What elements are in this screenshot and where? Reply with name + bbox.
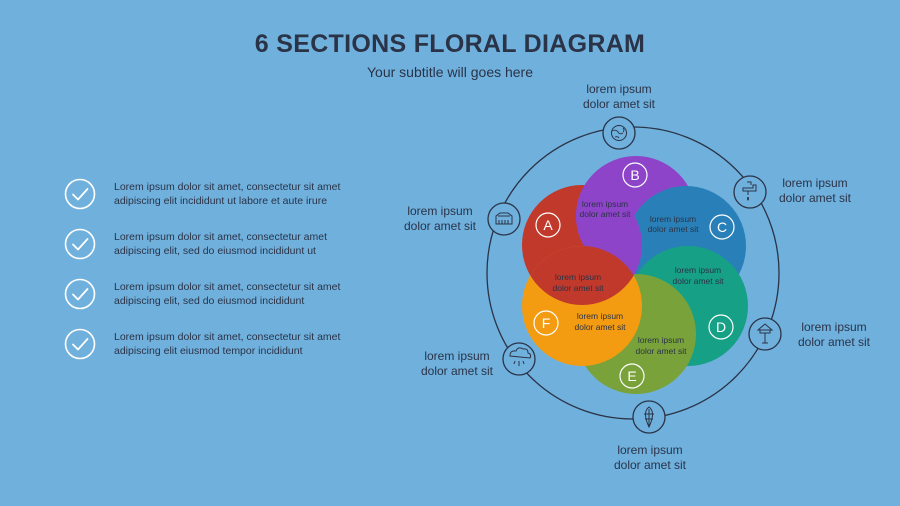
checklist-item: Lorem ipsum dolor sit amet, consectetur … xyxy=(64,328,364,364)
petal-e-text1: lorem ipsum xyxy=(638,335,684,345)
letter-badge-f xyxy=(533,310,559,336)
letter-badge-a xyxy=(535,212,561,238)
leaf-icon xyxy=(632,400,666,434)
globe-icon xyxy=(602,116,636,150)
checklist-item: Lorem ipsum dolor sit amet, consectetur … xyxy=(64,278,364,314)
checklist-text: Lorem ipsum dolor sit amet, consectetur … xyxy=(114,281,341,307)
petal-d-text2: dolor amet sit xyxy=(672,276,724,286)
factory-icon xyxy=(487,202,521,236)
petal-a-overlap xyxy=(522,246,642,305)
letter-badge-e xyxy=(619,363,645,389)
letter-badge-b xyxy=(622,162,648,188)
letter-badges xyxy=(533,162,735,389)
checkmark-icon xyxy=(64,228,96,260)
letter-c: C xyxy=(717,219,727,235)
letter-d: D xyxy=(716,319,726,335)
petal-c-text2: dolor amet sit xyxy=(647,224,699,234)
letter-f: F xyxy=(542,315,551,331)
petals xyxy=(522,156,748,394)
letter-badge-d xyxy=(708,314,734,340)
checklist-text: Lorem ipsum dolor sit amet, consectetur … xyxy=(114,181,341,207)
petal-a-text1: lorem ipsum xyxy=(555,272,601,282)
petal-e-text2: dolor amet sit xyxy=(635,346,687,356)
checklist-text: Lorem ipsum dolor sit amet, consectetur … xyxy=(114,231,328,257)
page-title: 6 SECTIONS FLORAL DIAGRAM xyxy=(254,30,646,58)
checklist-text: Lorem ipsum dolor sit amet, consectetur … xyxy=(114,331,341,357)
checklist-item: Lorem ipsum dolor sit amet, consectetur … xyxy=(64,228,364,264)
letter-b: B xyxy=(630,167,639,183)
petal-f-text1: lorem ipsum xyxy=(577,311,623,321)
letter-e: E xyxy=(627,368,636,384)
petal-f-text2: dolor amet sit xyxy=(574,322,626,332)
petal-a-text2: dolor amet sit xyxy=(552,283,604,293)
petal-c-text1: lorem ipsum xyxy=(650,214,696,224)
rain-cloud-icon xyxy=(502,342,536,376)
petal-b-text1: lorem ipsum xyxy=(582,199,628,209)
checkmark-icon xyxy=(64,278,96,310)
petal-d-text1: lorem ipsum xyxy=(675,265,721,275)
page-subtitle: Your subtitle will goes here xyxy=(366,64,534,80)
water-tower-icon xyxy=(748,317,782,351)
checkmark-icon xyxy=(64,178,96,210)
petal-b-text2: dolor amet sit xyxy=(579,209,631,219)
letter-a: A xyxy=(543,217,553,233)
faucet-icon xyxy=(733,175,767,209)
letter-badge-c xyxy=(709,214,735,240)
checkmark-icon xyxy=(64,328,96,360)
checklist-item: Lorem ipsum dolor sit amet, consectetur … xyxy=(64,178,364,214)
